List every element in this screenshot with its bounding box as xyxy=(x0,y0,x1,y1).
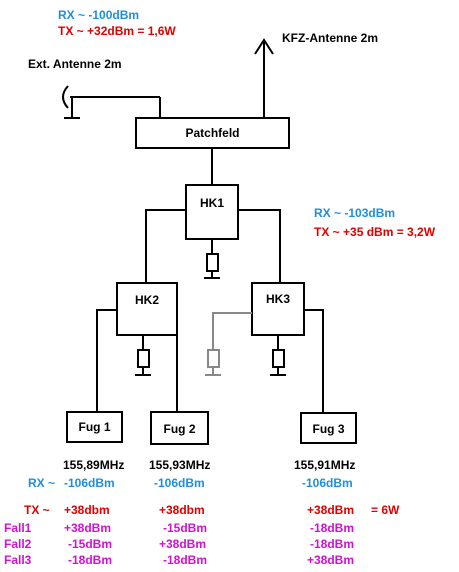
fug3-tx-value: +38dBm xyxy=(307,503,355,517)
fug2-fall1-value: -15dBm xyxy=(163,521,208,535)
hk1-rx-value: RX ~ -103dBm xyxy=(314,206,396,220)
kfz-antenna-icon xyxy=(254,38,274,118)
fug3-rx-value: -106dBm xyxy=(302,476,353,490)
fug1-fall3-value: -18dBm xyxy=(68,553,113,567)
fall3-row-label: Fall3 xyxy=(4,553,32,567)
ext-antenna-icon xyxy=(62,85,161,119)
hk2-box xyxy=(116,282,178,336)
kfz-antenna-label: KFZ-Antenne 2m xyxy=(282,31,378,45)
hk1-termination-resistor-icon xyxy=(204,239,220,279)
top-tx-value: TX ~ +32dBm = 1,6W xyxy=(58,24,176,38)
hk2-label: HK2 xyxy=(134,293,159,307)
hk1-label: HK1 xyxy=(199,196,224,210)
fug3-label: Fug 3 xyxy=(312,422,345,436)
fug1-label: Fug 1 xyxy=(78,420,111,434)
fug1-frequency: 155,89MHz xyxy=(63,458,125,472)
ext-antenna-label: Ext. Antenne 2m xyxy=(28,57,122,71)
hk1-tx-value: TX ~ +35 dBm = 3,2W xyxy=(314,225,436,239)
fug1-tx-value: +38dbm xyxy=(64,503,110,517)
fug2-label: Fug 2 xyxy=(163,422,196,436)
hk3-box xyxy=(251,282,305,336)
hk3-label: HK3 xyxy=(265,292,290,306)
rx-row-label: RX ~ xyxy=(28,476,56,490)
fug1-rx-value: -106dBm xyxy=(64,476,115,490)
fall1-row-label: Fall1 xyxy=(4,521,32,535)
fug1-box xyxy=(66,411,123,443)
fug3-fall2-value: -18dBm xyxy=(310,537,355,551)
fug2-rx-value: -106dBm xyxy=(154,476,205,490)
fug2-frequency: 155,93MHz xyxy=(149,458,211,472)
fug2-fall2-value: +38dBm xyxy=(159,537,207,551)
fug3-fall3-value: +38dBm xyxy=(307,553,355,567)
tx-row-label: TX ~ xyxy=(24,503,50,517)
patchfeld-label: Patchfeld xyxy=(185,126,240,140)
fug2-box xyxy=(150,411,209,445)
hk2-termination-resistor-icon xyxy=(135,335,151,376)
fug3-fall1-value: -18dBm xyxy=(310,521,355,535)
fug3-box xyxy=(300,412,357,444)
fug3-frequency: 155,91MHz xyxy=(294,458,356,472)
fug2-fall3-value: -18dBm xyxy=(163,553,208,567)
fall2-row-label: Fall2 xyxy=(4,537,32,551)
fug3-tx-watts: = 6W xyxy=(371,503,400,517)
fug1-fall2-value: -15dBm xyxy=(68,537,113,551)
hk1-box xyxy=(185,184,239,240)
fug2-tx-value: +38dbm xyxy=(159,503,205,517)
hk3-inactive-termination-resistor-icon xyxy=(205,312,252,376)
top-rx-value: RX ~ -100dBm xyxy=(58,8,140,22)
hk3-termination-resistor-icon xyxy=(270,335,286,376)
fug1-fall1-value: +38dBm xyxy=(64,521,112,535)
